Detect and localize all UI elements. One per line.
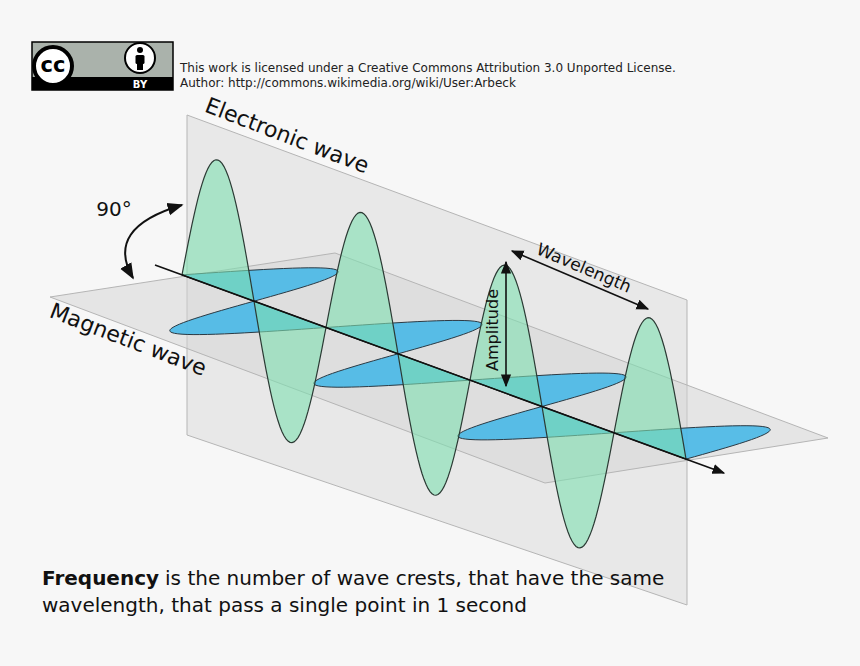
cc-text: cc [41, 54, 66, 77]
amplitude-label: Amplitude [484, 289, 502, 371]
author-text: Author: http://commons.wikimedia.org/wik… [180, 77, 516, 90]
electric-lobe [542, 406, 614, 547]
electric-lobe [398, 354, 470, 495]
angle-arrow [125, 205, 182, 278]
caption-text: Frequencyis the number of wave crests, t… [42, 565, 732, 619]
cc-badge [32, 42, 173, 90]
by-text: BY [133, 79, 147, 90]
electric-lobe [614, 318, 686, 459]
caption-term: Frequency [42, 566, 159, 590]
axis-arrow [155, 265, 724, 473]
electric-lobe [254, 301, 326, 442]
license-text: This work is licensed under a Creative C… [180, 62, 676, 75]
angle-label: 90° [96, 198, 131, 220]
electric-lobe [326, 212, 398, 353]
amplitude-arrow [505, 262, 507, 386]
electric-lobe [182, 160, 254, 301]
